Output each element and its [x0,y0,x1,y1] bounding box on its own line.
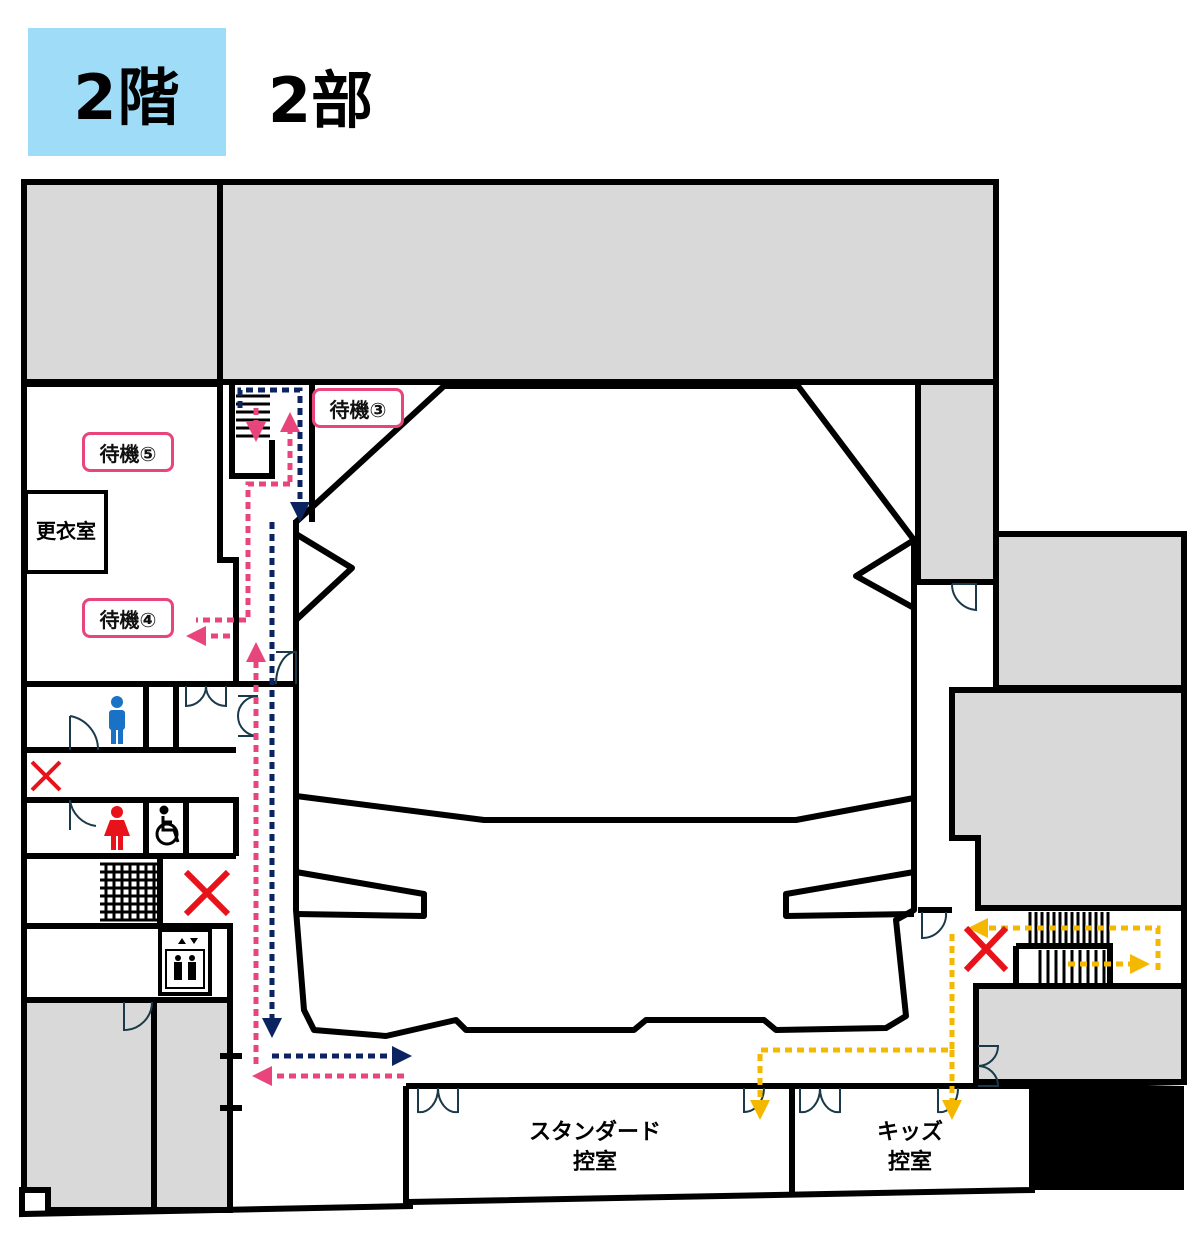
floor-badge: 2階 [28,28,226,156]
dark-room [1034,1086,1184,1190]
route-yellow [750,918,1161,1120]
blocked-area-top [217,179,999,385]
interior-walls [24,381,1113,1210]
door-icon [69,583,1000,1114]
auditorium [293,383,917,1039]
elevator-icon [165,938,205,989]
part-title: 2部 [268,64,374,137]
seating-band-left [295,869,427,919]
dressing-room-label: 更衣室 [36,519,96,543]
kids-green-room-line2: 控室 [887,1150,932,1175]
standard-green-room-line2: 控室 [572,1150,617,1175]
blocked-area-east-1 [993,531,1187,691]
waiting-point-4: 待機④ [82,598,174,638]
blocked-area-top-left [21,179,223,385]
balcony-band [295,793,915,823]
female-restroom-icon [104,806,130,850]
no-entry-icon [30,760,62,792]
waiting-point-5: 待機⑤ [82,432,174,472]
stage-right-notch [853,537,917,611]
standard-green-room-label: スタンダード 控室 [480,1118,710,1178]
blocked-area-east-2 [949,687,1187,911]
wheelchair-icon [155,805,180,846]
seating-band-right [783,869,915,919]
route-pink [186,408,404,1086]
blocked-areas [21,179,1187,1213]
blocked-area-bottom-left [21,997,157,1213]
dressing-room-box [24,490,108,574]
standard-green-room-line1: スタンダード [528,1120,661,1145]
blocked-area-east-3 [973,983,1187,1085]
auditorium-shape [293,383,917,1039]
route-navy [237,387,412,1066]
kids-green-room-line1: キッズ [876,1120,943,1145]
blocked-area-right-upper [915,379,999,585]
male-restroom-icon [109,696,125,744]
blocked-area-bottom-left-2 [151,997,233,1213]
kids-green-room-label: キッズ 控室 [840,1118,980,1178]
waiting-point-3: 待機③ [312,388,404,428]
no-entry-icon [183,869,1009,973]
